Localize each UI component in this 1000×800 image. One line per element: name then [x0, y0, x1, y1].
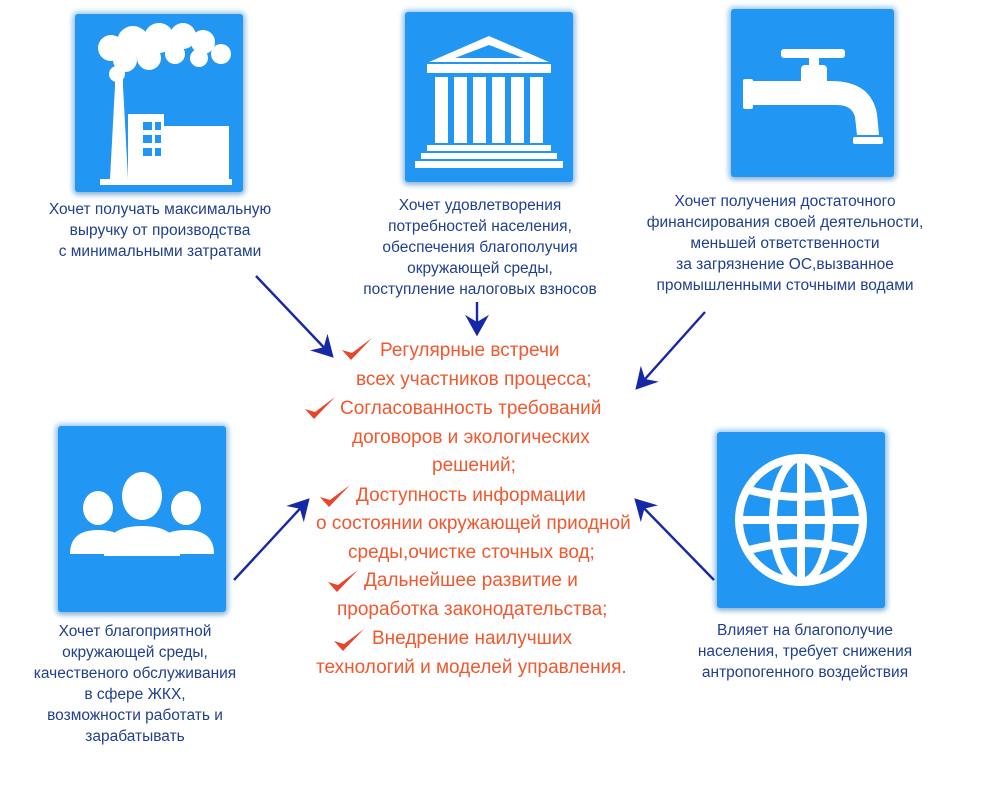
caption-line: качественого обслуживания [33, 665, 237, 682]
caption-line: потребностей населения, [388, 218, 572, 235]
caption-line: обеспечения благополучия [382, 239, 578, 256]
caption-line: Хочет удовлетворения [398, 197, 562, 214]
caption-line: Хочет получения достаточного [674, 193, 896, 210]
check-icon [320, 485, 350, 507]
factory-icon [98, 23, 232, 185]
water-faucet-icon [743, 49, 883, 144]
population-caption: Хочет благоприятной окружающей среды, ка… [0, 621, 270, 747]
caption-line: поступление налоговых взносов [363, 281, 597, 298]
center-line: технологий и моделей управления. [316, 657, 627, 678]
caption-line: окружающей среды, [62, 644, 208, 661]
center-line: решений; [432, 455, 516, 476]
factory-caption: Хочет получать максимальную выручку от п… [10, 199, 310, 262]
center-line: Внедрение наилучших [372, 628, 573, 649]
caption-line: возможности работать и [47, 707, 223, 724]
caption-line: населения, требует снижения [697, 643, 913, 660]
environment-caption: Влияет на благополучие населения, требуе… [660, 620, 950, 683]
government-caption: Хочет удовлетворения потребностей населе… [330, 195, 630, 300]
government-building-icon [415, 36, 563, 168]
check-icon [328, 570, 358, 592]
center-line: проработка законодательства; [337, 599, 608, 620]
check-icon [342, 338, 372, 360]
center-line: Доступность информации [356, 485, 586, 506]
caption-line: финансирования своей деятельности, [646, 214, 924, 231]
caption-line: с минимальными затратами [58, 243, 262, 260]
government-tile [405, 12, 573, 182]
caption-line: Влияет на благополучие [716, 622, 894, 639]
caption-line: антропогенного воздействия [701, 664, 909, 681]
center-line: всех участников процесса; [356, 369, 592, 390]
caption-line: в сфере ЖКХ, [84, 686, 186, 703]
caption-line: за загрязнение ОС,вызванное [676, 256, 894, 273]
caption-line: меньшей ответственности [690, 235, 880, 252]
center-line: Согласованность требований [340, 398, 602, 419]
factory-tile [75, 14, 243, 192]
utility-tile [731, 9, 894, 177]
check-icon [305, 397, 335, 419]
center-line: о состоянии окружающей приодной [316, 513, 631, 534]
globe-icon [735, 454, 867, 586]
environment-tile [717, 432, 885, 608]
center-line: договоров и экологических [352, 427, 590, 448]
caption-line: Хочет получать максимальную [48, 201, 272, 218]
caption-line: выручку от производства [69, 222, 251, 239]
population-tile [58, 426, 226, 612]
caption-line: окружающей среды, [407, 260, 553, 277]
center-line: среды,очистке сточных вод; [348, 542, 595, 563]
caption-line: зарабатывать [85, 728, 185, 745]
caption-line: промышленными сточными водами [656, 277, 914, 294]
people-group-icon [70, 472, 214, 556]
utility-caption: Хочет получения достаточного финансирова… [625, 191, 945, 296]
center-line: Дальнейшее развитие и [364, 570, 578, 591]
check-icon [334, 629, 364, 651]
caption-line: Хочет благоприятной [58, 623, 212, 640]
center-line: Регулярные встречи [380, 340, 560, 361]
